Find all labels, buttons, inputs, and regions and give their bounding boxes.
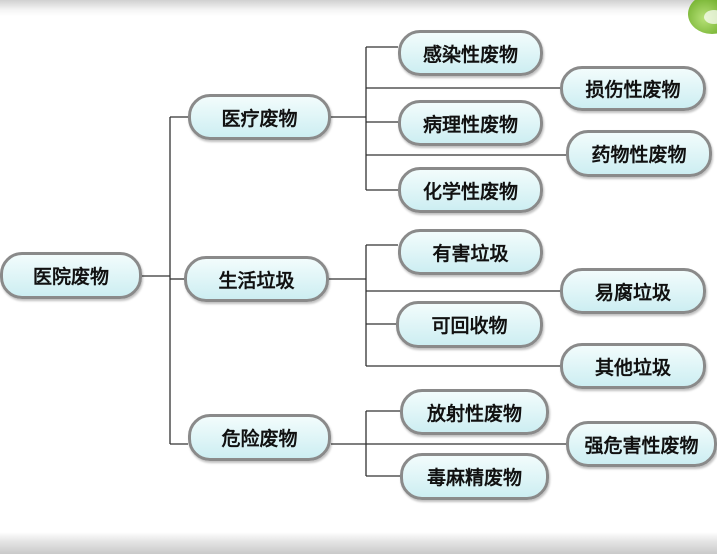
item-node: 化学性废物 (398, 167, 543, 213)
item-node: 病理性废物 (398, 100, 543, 146)
item-node: 其他垃圾 (560, 343, 706, 389)
bottom-banner (0, 532, 717, 554)
item-node: 可回收物 (396, 301, 543, 348)
root-node: 医院废物 (0, 252, 142, 299)
item-node: 感染性废物 (398, 30, 543, 76)
leaf-highlight (704, 10, 717, 24)
item-node: 强危害性废物 (566, 421, 717, 467)
item-node: 药物性废物 (566, 130, 712, 177)
item-node: 毒麻精废物 (400, 453, 549, 500)
category-node-hazardous-waste: 危险废物 (188, 414, 331, 461)
category-node-medical-waste: 医疗废物 (188, 94, 331, 140)
category-node-domestic-garbage: 生活垃圾 (184, 256, 329, 302)
item-node: 损伤性废物 (560, 66, 706, 111)
item-node: 有害垃圾 (398, 229, 543, 275)
item-node: 放射性废物 (400, 389, 549, 435)
top-banner (0, 0, 717, 16)
item-node: 易腐垃圾 (560, 268, 706, 314)
